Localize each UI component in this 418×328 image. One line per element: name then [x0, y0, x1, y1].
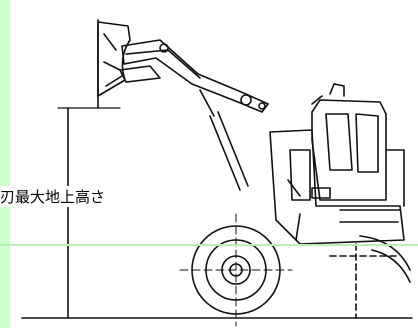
front-wheel: [179, 213, 293, 327]
rear-wheel: [359, 235, 411, 283]
drawing-panel: [10, 0, 418, 328]
lift-arm: [119, 39, 269, 191]
operator-cab: [311, 83, 387, 201]
horizontal-guide-line: [0, 244, 418, 246]
blade-max-height-label: 刃最大地上高さ: [0, 186, 106, 207]
machine-body: [269, 129, 405, 319]
